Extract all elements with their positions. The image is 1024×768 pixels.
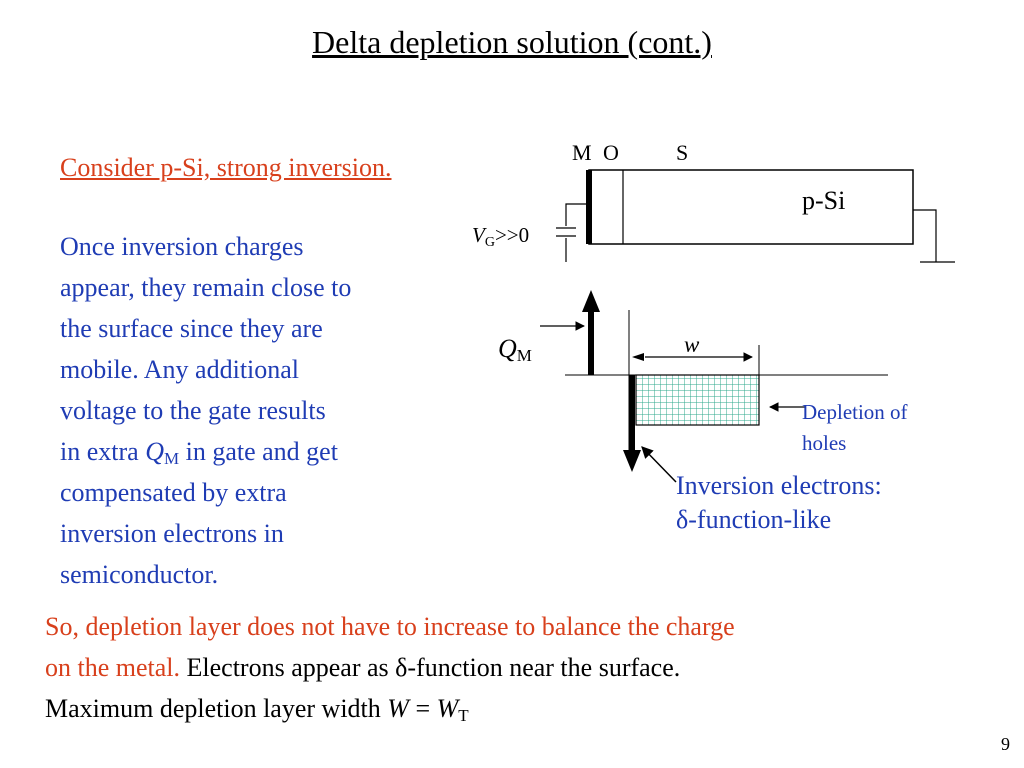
- depletion-region: [635, 374, 760, 426]
- label-depletion: Depletion of holes: [802, 397, 908, 459]
- qm-subscript: M: [163, 449, 180, 468]
- explanation-line: inversion electrons in: [60, 519, 284, 548]
- qm-subscript: M: [516, 346, 532, 365]
- wt-subscript: T: [458, 706, 469, 725]
- slide-title: Delta depletion solution (cont.): [312, 24, 712, 60]
- explanation-line: mobile. Any additional: [60, 355, 300, 384]
- qm-symbol: Q: [498, 334, 517, 363]
- explanation-paragraph: Once inversion charges appear, they rema…: [60, 226, 480, 595]
- inversion-pointer: [641, 446, 677, 483]
- inversion-charge-arrowhead: [623, 450, 641, 472]
- conclusion-line: So, depletion layer does not have to inc…: [45, 612, 735, 641]
- explanation-line: the surface since they are: [60, 314, 323, 343]
- label-qm: QM: [498, 334, 532, 365]
- w-arrowhead-left: [632, 353, 644, 361]
- label-inversion: Inversion electrons: δ-function-like: [676, 469, 882, 537]
- explanation-line: in extra QM in gate and get: [60, 431, 480, 472]
- explanation-text: in extra: [60, 437, 146, 466]
- label-gate-voltage: VG>>0: [472, 222, 530, 250]
- semiconductor-body: [588, 169, 914, 245]
- depletion-line: holes: [802, 431, 847, 455]
- vg-symbol: V: [472, 223, 485, 247]
- w-symbol: W: [387, 694, 409, 723]
- label-p-si: p-Si: [802, 186, 846, 215]
- vg-condition: >>0: [494, 223, 530, 247]
- explanation-line: Once inversion charges: [60, 232, 304, 261]
- conclusion-text: Maximum depletion layer width: [45, 694, 388, 723]
- explanation-line: semiconductor.: [60, 560, 219, 589]
- conclusion-text: Electrons appear as δ-function near the …: [180, 653, 681, 682]
- explanation-line: appear, they remain close to: [60, 273, 352, 302]
- label-metal: M: [572, 140, 592, 165]
- gate-wire: [565, 203, 586, 226]
- label-semiconductor: S: [676, 140, 689, 165]
- explanation-text: in gate and get: [179, 437, 338, 466]
- consider-heading: Consider p-Si, strong inversion.: [60, 153, 392, 182]
- depletion-line: Depletion of: [802, 400, 908, 424]
- label-oxide: O: [603, 140, 619, 165]
- explanation-line: voltage to the gate results: [60, 396, 326, 425]
- vg-subscript: G: [484, 235, 495, 250]
- conclusion-text-red: on the metal.: [45, 653, 181, 682]
- metal-charge-arrowhead: [582, 290, 600, 312]
- substrate-wire: [913, 209, 937, 262]
- label-w: w: [684, 332, 700, 357]
- page-number: 9: [1001, 734, 1010, 754]
- conclusion-paragraph: So, depletion layer does not have to inc…: [45, 606, 1005, 729]
- conclusion-line: Maximum depletion layer width W = WT: [45, 688, 1005, 729]
- wt-symbol: W: [436, 694, 459, 723]
- equals-sign: =: [408, 694, 437, 723]
- inversion-line: δ-function-like: [676, 505, 832, 534]
- explanation-line: compensated by extra: [60, 478, 287, 507]
- inversion-line: Inversion electrons:: [676, 471, 882, 500]
- conclusion-line: on the metal. Electrons appear as δ-func…: [45, 647, 1005, 688]
- qm-symbol: Q: [145, 437, 164, 466]
